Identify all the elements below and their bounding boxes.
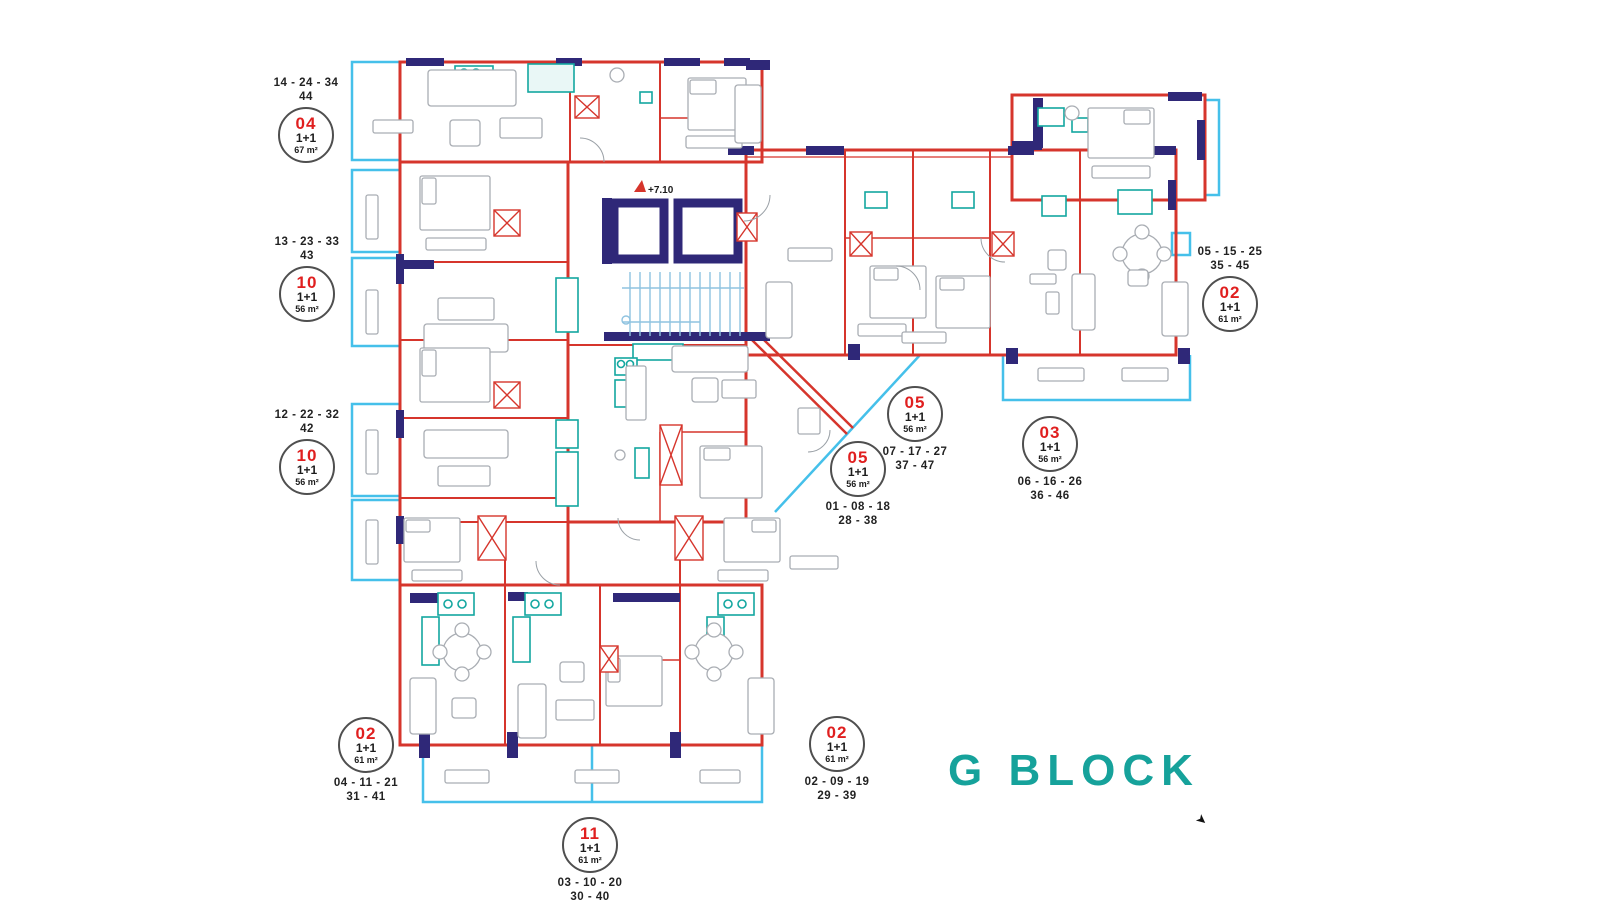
unit-label-05-b: 05 1+1 56 m² 07 - 17 - 27 37 - 47 [855,383,975,473]
unit-circle: 11 1+1 61 m² [562,817,618,873]
floors-range: 03 - 10 - 20 [557,877,623,889]
floors-range: 42 [300,423,314,435]
level-marker-text: +7.10 [648,185,674,196]
unit-label-05-a: 05 1+1 56 m² 01 - 08 - 18 28 - 38 [798,438,918,528]
floors-range: 29 - 39 [817,790,857,802]
unit-label-02-b: 02 1+1 61 m² 02 - 09 - 19 29 - 39 [777,713,897,803]
floors-range: 07 - 17 - 27 [882,446,948,458]
unit-label-03: 03 1+1 56 m² 06 - 16 - 26 36 - 46 [990,413,1110,503]
unit-circle: 05 1+1 56 m² [830,441,886,497]
unit-circle: 02 1+1 61 m² [338,717,394,773]
unit-circle: 10 1+1 56 m² [279,266,335,322]
floors-range: 13 - 23 - 33 [274,236,340,248]
navy-wall-segments [396,58,1205,758]
unit-label-11: 11 1+1 61 m² 03 - 10 - 20 30 - 40 [530,814,650,900]
unit-circle: 02 1+1 61 m² [1202,276,1258,332]
floors-range: 01 - 08 - 18 [825,501,891,513]
unit-circle: 10 1+1 56 m² [279,439,335,495]
block-title: G BLOCK [948,746,1200,795]
floors-range: 43 [300,250,314,262]
floors-range: 36 - 46 [1030,490,1070,502]
level-marker: +7.10 [634,180,674,196]
floors-range: 05 - 15 - 25 [1197,246,1263,258]
closet-x-boxes [477,95,1015,673]
floors-range: 12 - 22 - 32 [274,409,340,421]
unit-circle: 03 1+1 56 m² [1022,416,1078,472]
unit-label-02-c: 05 - 15 - 25 35 - 45 02 1+1 61 m² [1170,245,1290,335]
unit-label-10-b: 12 - 22 - 32 42 10 1+1 56 m² [247,408,367,498]
floors-range: 35 - 45 [1210,260,1250,272]
furniture [365,67,1189,784]
unit-label-04: 14 - 24 - 34 44 04 1+1 67 m² [246,76,366,166]
floors-range: 04 - 11 - 21 [333,777,399,789]
unit-label-10-a: 13 - 23 - 33 43 10 1+1 56 m² [247,235,367,325]
unit-circle: 05 1+1 56 m² [887,386,943,442]
floors-range: 28 - 38 [838,515,878,527]
floors-range: 30 - 40 [570,891,610,900]
floors-range: 37 - 47 [895,460,935,472]
unit-label-02-a: 02 1+1 61 m² 04 - 11 - 21 31 - 41 [306,714,426,804]
floors-range: 14 - 24 - 34 [273,77,339,89]
unit-circle: 04 1+1 67 m² [278,107,334,163]
floors-range: 44 [299,91,313,103]
kitchen-bath-fixtures [421,63,1153,666]
stairs [621,272,744,336]
floors-range: 31 - 41 [346,791,386,803]
floors-range: 06 - 16 - 26 [1017,476,1083,488]
elevator-core [609,198,743,264]
door-arcs [535,137,1006,586]
floors-range: 02 - 09 - 19 [804,776,870,788]
unit-circle: 02 1+1 61 m² [809,716,865,772]
